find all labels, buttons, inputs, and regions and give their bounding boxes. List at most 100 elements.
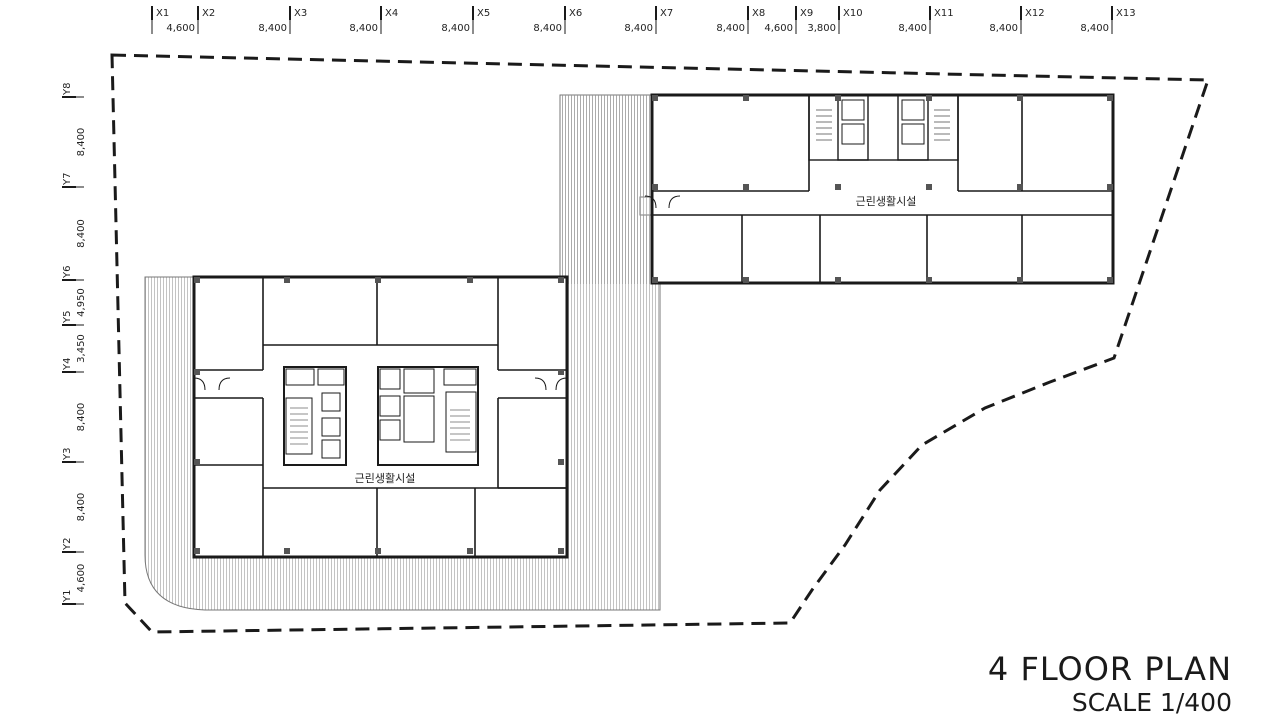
grid-x-dimension: 8,400 bbox=[624, 23, 653, 34]
grid-y-dimension: 8,400 bbox=[76, 128, 87, 157]
grid-x-label: X1 bbox=[156, 8, 169, 19]
column bbox=[194, 459, 200, 465]
grid-x-dimension: 8,400 bbox=[441, 23, 470, 34]
grid-x-marker: X7 bbox=[655, 6, 673, 34]
grid-x-marker: X8 bbox=[747, 6, 765, 34]
grid-x-marker: X1 bbox=[151, 6, 169, 34]
west-room-label: 근린생활시설 bbox=[355, 471, 416, 485]
grid-x-dimension: 8,400 bbox=[989, 23, 1018, 34]
column bbox=[652, 184, 658, 190]
column bbox=[1107, 95, 1113, 101]
grid-y-marker: Y6 bbox=[62, 266, 84, 281]
grid-x-dimension: 8,400 bbox=[258, 23, 287, 34]
grid-y-label: Y2 bbox=[62, 538, 73, 551]
plan-title: 4 FLOOR PLAN bbox=[987, 650, 1232, 688]
grid-y-label: Y7 bbox=[62, 173, 73, 186]
column bbox=[558, 459, 564, 465]
grid-y-marker: Y3 bbox=[62, 448, 84, 463]
column bbox=[194, 277, 200, 283]
east-columns bbox=[652, 95, 1113, 283]
grid-x-marker: X9 bbox=[795, 6, 813, 34]
grid-y-label: Y1 bbox=[62, 590, 73, 603]
grid-x-label: X9 bbox=[800, 8, 813, 19]
grid-y-label: Y6 bbox=[62, 266, 73, 279]
grid-x-marker: X4 bbox=[380, 6, 398, 34]
grid-x-label: X6 bbox=[569, 8, 582, 19]
column bbox=[652, 95, 658, 101]
column bbox=[926, 95, 932, 101]
grid-y-label: Y4 bbox=[62, 358, 73, 371]
grid-x-label: X5 bbox=[477, 8, 490, 19]
column bbox=[467, 548, 473, 554]
column bbox=[835, 277, 841, 283]
grid-y-marker: Y7 bbox=[62, 173, 84, 188]
grid-x-label: X12 bbox=[1025, 8, 1045, 19]
grid-y-dimension: 8,400 bbox=[76, 493, 87, 522]
grid-x-dimension: 8,400 bbox=[1080, 23, 1109, 34]
grid-x-label: X13 bbox=[1116, 8, 1136, 19]
grid-y-dimension: 3,450 bbox=[76, 334, 87, 363]
column bbox=[652, 277, 658, 283]
grid-x-dimension: 4,600 bbox=[166, 23, 195, 34]
column bbox=[284, 277, 290, 283]
column bbox=[1107, 184, 1113, 190]
grid-x-marker: X13 bbox=[1111, 6, 1136, 34]
grid-y-marker: Y8 bbox=[62, 83, 84, 98]
column bbox=[558, 369, 564, 375]
grid-y-dimension: 4,600 bbox=[76, 564, 87, 593]
column bbox=[558, 277, 564, 283]
west-building bbox=[192, 275, 569, 559]
column bbox=[926, 277, 932, 283]
grid-x-label: X8 bbox=[752, 8, 765, 19]
grid-x-marker: X3 bbox=[289, 6, 307, 34]
column bbox=[194, 548, 200, 554]
grid-y-marker: Y4 bbox=[62, 358, 84, 373]
east-building bbox=[644, 93, 1115, 285]
column bbox=[835, 95, 841, 101]
column bbox=[743, 277, 749, 283]
column bbox=[375, 548, 381, 554]
grid-x-label: X2 bbox=[202, 8, 215, 19]
grid-x-dimension: 8,400 bbox=[898, 23, 927, 34]
west-columns bbox=[194, 277, 564, 554]
grid-y-marker: Y5 bbox=[62, 311, 84, 326]
column bbox=[467, 277, 473, 283]
column bbox=[375, 277, 381, 283]
grid-x-marker: X6 bbox=[564, 6, 582, 34]
grid-x-dimension: 8,400 bbox=[716, 23, 745, 34]
grid-x-marker: X5 bbox=[472, 6, 490, 34]
grid-x-label: X3 bbox=[294, 8, 307, 19]
plan-scale: SCALE 1/400 bbox=[1071, 688, 1232, 717]
grid-x-marker: X10 bbox=[838, 6, 863, 34]
column bbox=[558, 548, 564, 554]
grid-y-dimension: 8,400 bbox=[76, 403, 87, 432]
grid-y-dimension: 4,950 bbox=[76, 288, 87, 317]
column bbox=[743, 184, 749, 190]
column bbox=[743, 95, 749, 101]
grid-y-dimension: 8,400 bbox=[76, 219, 87, 248]
grid-x-label: X10 bbox=[843, 8, 863, 19]
site-boundary bbox=[110, 53, 1211, 634]
grid-y-label: Y3 bbox=[62, 448, 73, 461]
column bbox=[1017, 277, 1023, 283]
column bbox=[1017, 95, 1023, 101]
grid-y-label: Y5 bbox=[62, 311, 73, 324]
grid-y-marker: Y1 bbox=[62, 590, 84, 605]
column bbox=[284, 548, 290, 554]
column bbox=[1017, 184, 1023, 190]
column bbox=[1107, 277, 1113, 283]
grid-y-label: Y8 bbox=[62, 83, 73, 96]
grid-x-label: X7 bbox=[660, 8, 673, 19]
grid-x-marker: X2 bbox=[197, 6, 215, 34]
column bbox=[835, 184, 841, 190]
column bbox=[926, 184, 932, 190]
east-room-label: 근린생활시설 bbox=[856, 194, 917, 208]
grid-x-label: X4 bbox=[385, 8, 398, 19]
grid-x-dimension: 4,600 bbox=[764, 23, 793, 34]
grid-y-marker: Y2 bbox=[62, 538, 84, 553]
grid-x-dimension: 8,400 bbox=[533, 23, 562, 34]
grid-x-dimension: 3,800 bbox=[807, 23, 836, 34]
